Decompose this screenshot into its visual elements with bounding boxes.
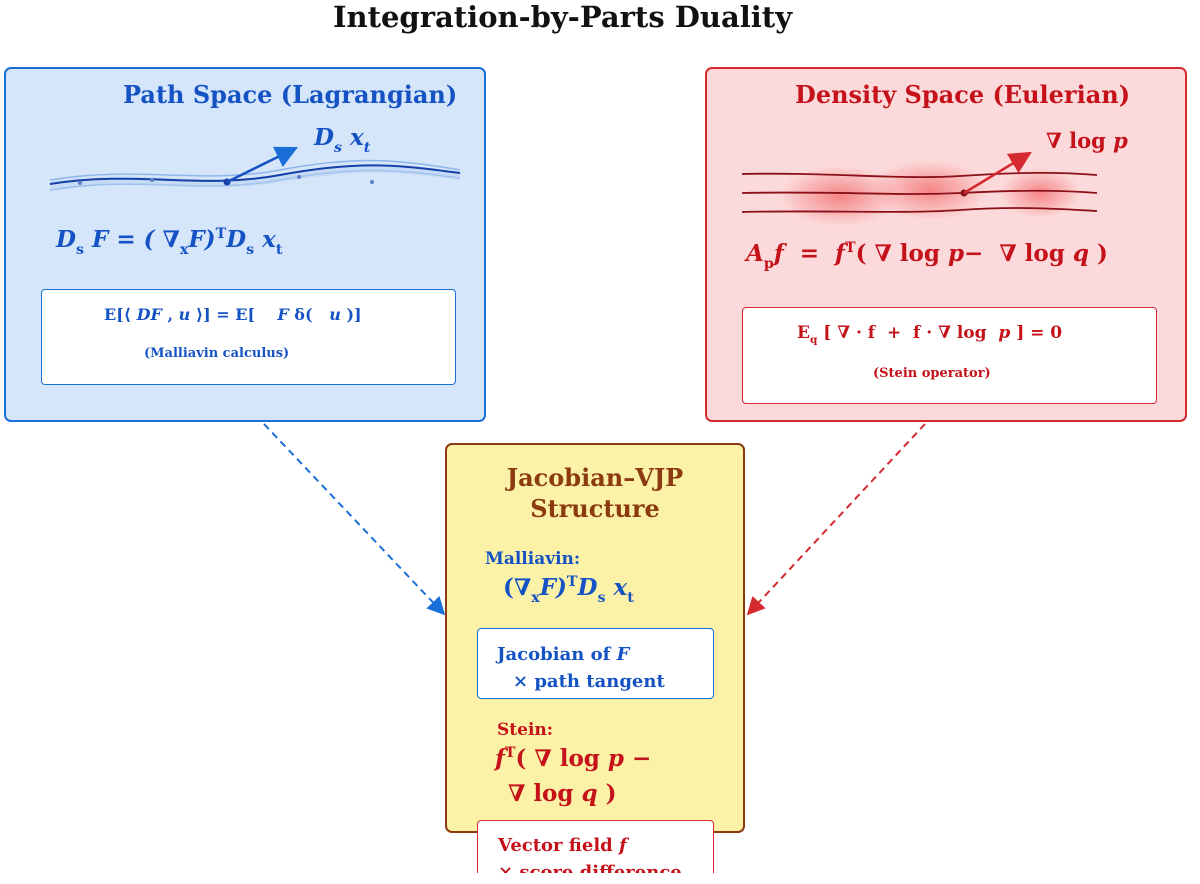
js-a: ( ∇ log (515, 745, 600, 772)
sb-c: + (886, 323, 902, 343)
mb-a: E[⟨ (104, 305, 132, 324)
sb-b: ∇ · f (837, 323, 876, 343)
df-p: p (763, 256, 774, 273)
mb-c: , (167, 305, 174, 324)
pf-d2: D (226, 226, 247, 253)
js-f: f (495, 745, 505, 772)
pf-close: F) (188, 226, 216, 253)
jb-line1: Jacobian of (497, 644, 611, 665)
js-c: ) (605, 780, 617, 807)
jacobian-title-line2: Structure (530, 494, 660, 523)
df-minus: − (964, 240, 984, 267)
malliavin-formula: (∇xF)TDs xt (503, 574, 634, 606)
vector-field-box-clip: Vector field f × score difference (476, 820, 716, 873)
df-q: q (1072, 240, 1089, 267)
df-nabla2: ∇ log (999, 240, 1065, 267)
stein-formula: fT( ∇ log p − ∇ log q ) (495, 743, 695, 810)
pf-d: D (56, 226, 76, 253)
mb-f: F (277, 305, 289, 324)
stein-caption: (Stein operator) (873, 366, 991, 381)
jb-line2: × path tangent (513, 671, 665, 692)
mb-d: u (178, 305, 191, 324)
js-q: q (581, 780, 598, 807)
js-b: ∇ log (508, 780, 574, 807)
js-p: p (607, 745, 624, 772)
jacobian-box (477, 628, 714, 699)
density-formula: Apf = fT( ∇ log p− ∇ log q ) (746, 240, 1108, 272)
df-f2: f (835, 240, 845, 267)
vb-line1: Vector field (498, 835, 613, 856)
jacobian-title-line1: Jacobian–VJP (506, 463, 684, 492)
jm-s: s (597, 590, 606, 607)
df-t-sup: T (844, 240, 856, 257)
df-close: ) (1096, 240, 1108, 267)
arrow-path-to-jacobian (263, 423, 446, 616)
arrow-label-d: D (314, 124, 334, 151)
stein-box (742, 307, 1157, 404)
vb-line2: × score difference (498, 862, 682, 873)
df-f: f (773, 240, 784, 267)
jm-xt: x (613, 574, 628, 601)
pf-eq: F = ( (92, 226, 155, 253)
df-eq: = (799, 240, 820, 267)
sb-d: f · ∇ log (913, 323, 987, 343)
mb-g: δ( (294, 305, 313, 324)
pf-xt: x (262, 226, 276, 253)
path-space-title: Path Space (Lagrangian) (123, 80, 458, 109)
malliavin-box (41, 289, 456, 385)
malliavin-label: Malliavin: (485, 549, 581, 569)
df-open: ( ∇ log (855, 240, 940, 267)
malliavin-box-formula: E[⟨ DF , u ⟩] = E[ F δ( u )] (104, 305, 362, 324)
sb-f: ] = 0 (1016, 323, 1063, 343)
mb-i: )] (346, 305, 362, 324)
pf-t-sup: T (215, 226, 227, 243)
arrow-density-to-jacobian (746, 423, 926, 616)
sb-e: E (797, 323, 810, 343)
mb-e: ⟩] = E[ (195, 305, 256, 324)
mb-b: DF (136, 305, 162, 324)
arrow-label-s: s (333, 140, 342, 157)
jm-t: t (627, 590, 634, 607)
js-minus: − (632, 745, 652, 772)
js-t-sup: T (504, 745, 516, 762)
pf-nabla: ∇ (162, 226, 180, 253)
da-log: log (1069, 128, 1106, 153)
jb-f: F (616, 644, 630, 665)
arrow-label-t: t (363, 140, 371, 157)
sb-q: q (809, 334, 818, 347)
pf-s2: s (246, 242, 255, 259)
sb-a: [ (823, 323, 832, 343)
df-p2: p (947, 240, 965, 267)
jm-a: (∇ (503, 574, 532, 601)
da-p: p (1113, 128, 1128, 153)
path-arrow-label: Ds xt (314, 124, 370, 156)
vector-field-box-text: Vector field f × score difference (498, 832, 682, 873)
sb-pe: p (998, 323, 1011, 343)
pf-s: s (75, 242, 84, 259)
path-formula: Ds F = ( ∇xF)TDs xt (56, 226, 282, 258)
stein-label: Stein: (497, 720, 554, 740)
jacobian-title: Jacobian–VJP Structure (445, 462, 745, 524)
jm-t-sup: T (566, 574, 578, 591)
vb-f: f (619, 835, 627, 856)
jm-b: F) (539, 574, 567, 601)
jm-x: x (531, 590, 540, 607)
jm-d: D (577, 574, 598, 601)
da-nabla: ∇ (1046, 128, 1062, 153)
stein-box-formula: Eq [ ∇ · f + f · ∇ log p ] = 0 (797, 323, 1063, 347)
pf-t: t (275, 242, 283, 259)
arrow-label-x: x (350, 124, 364, 151)
pf-x: x (179, 242, 189, 259)
df-a: A (746, 240, 764, 267)
density-arrow-label: ∇ log p (1046, 128, 1128, 153)
page-title: Integration-by-Parts Duality (332, 0, 793, 34)
jacobian-box-text: Jacobian of F × path tangent (497, 641, 665, 695)
density-space-title: Density Space (Eulerian) (795, 80, 1131, 109)
mb-h: u (329, 305, 341, 324)
vector-field-box (477, 820, 714, 873)
malliavin-caption: (Malliavin calculus) (144, 346, 290, 361)
